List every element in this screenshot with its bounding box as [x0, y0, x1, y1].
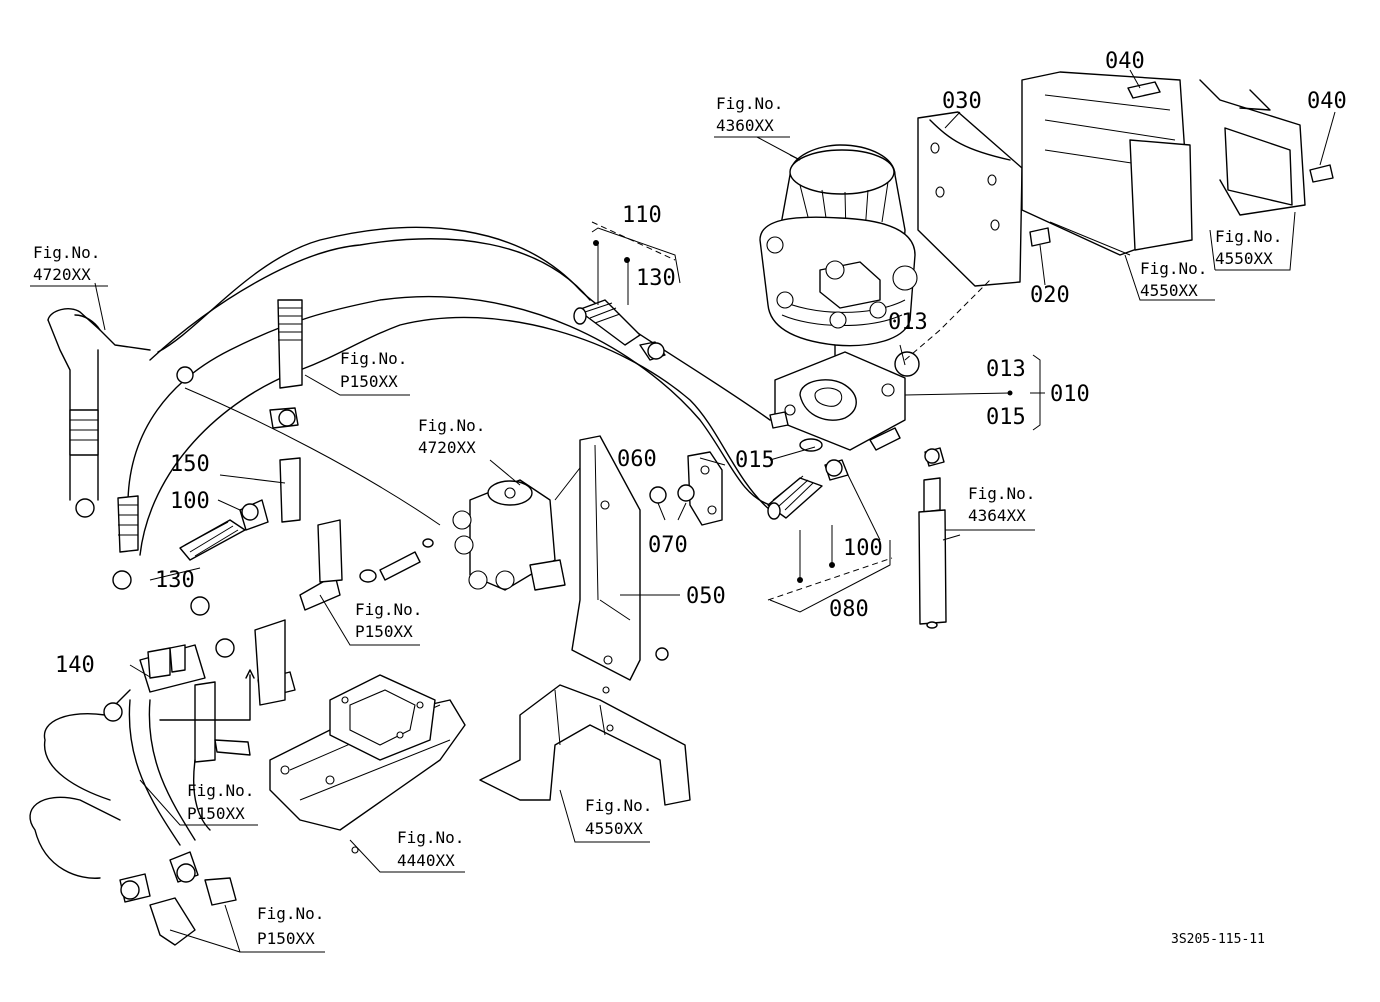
callout-040: 040	[1105, 49, 1145, 74]
callout-150: 150	[170, 452, 210, 477]
fig-ref-prefix: Fig.No.	[1215, 227, 1282, 246]
callout-110: 110	[622, 203, 662, 228]
group-brackets	[591, 221, 1041, 601]
fig-ref-code: 4364XX	[968, 506, 1026, 525]
callout-140: 140	[55, 653, 95, 678]
fig-ref-code: 4550XX	[585, 819, 643, 838]
leader-lines	[94, 69, 1336, 953]
figure-references: Fig.No. 4360XX Fig.No. 4550XX Fig.No. 45…	[30, 94, 1282, 948]
fig-ref-prefix: Fig.No.	[355, 600, 422, 619]
fig-ref-code: 4720XX	[33, 265, 91, 284]
fig-ref-prefix: Fig.No.	[1140, 259, 1207, 278]
frame-base	[479, 684, 691, 806]
fig-ref-code: P150XX	[340, 372, 398, 391]
bracket-050	[571, 435, 723, 681]
callout-100: 100	[170, 489, 210, 514]
fig-ref-prefix: Fig.No.	[340, 349, 407, 368]
callout-015: 015	[986, 405, 1026, 430]
fig-ref-prefix: Fig.No.	[585, 796, 652, 815]
drawing-code: 3S205-115-11	[1171, 932, 1265, 947]
callout-050: 050	[686, 584, 726, 609]
left-hoses	[29, 299, 343, 946]
fig-ref-prefix: Fig.No.	[397, 828, 464, 847]
callout-130: 130	[155, 568, 195, 593]
callout-070: 070	[648, 533, 688, 558]
hose-clamps	[75, 342, 940, 900]
fig-ref-prefix: Fig.No.	[716, 94, 783, 113]
callout-030: 030	[942, 89, 982, 114]
fig-ref-code: 4550XX	[1215, 249, 1273, 268]
callout-010: 010	[1050, 382, 1090, 407]
strut-rod	[918, 447, 947, 629]
fig-ref-prefix: Fig.No.	[33, 243, 100, 262]
fig-ref-code: 4550XX	[1140, 281, 1198, 300]
fig-ref-prefix: Fig.No.	[257, 904, 324, 923]
fig-ref-code: 4720XX	[418, 438, 476, 457]
point-dots	[593, 240, 1013, 583]
fig-ref-code: 4440XX	[397, 851, 455, 870]
fig-ref-prefix: Fig.No.	[968, 484, 1035, 503]
fig-ref-code: P150XX	[257, 929, 315, 948]
manifold-block	[769, 279, 991, 452]
fig-ref-code: 4360XX	[716, 116, 774, 135]
callout-130: 130	[636, 266, 676, 291]
valve-body	[359, 454, 591, 591]
mount-brackets	[917, 71, 1334, 287]
callout-013: 013	[888, 310, 928, 335]
callout-020: 020	[1030, 283, 1070, 308]
callout-080: 080	[829, 597, 869, 622]
callout-100: 100	[843, 536, 883, 561]
callout-060: 060	[617, 447, 657, 472]
fig-ref-code: P150XX	[355, 622, 413, 641]
cleaner-assembly	[759, 144, 918, 356]
callout-040: 040	[1307, 89, 1347, 114]
fig-ref-prefix: Fig.No.	[418, 416, 485, 435]
callout-013: 013	[986, 357, 1026, 382]
engine-frame	[269, 674, 466, 854]
fig-ref-prefix: Fig.No.	[187, 781, 254, 800]
fig-ref-code: P150XX	[187, 804, 245, 823]
callout-numbers: 040 040 030 020 013 013 010 015 015 110 …	[55, 49, 1347, 678]
callout-015: 015	[735, 448, 775, 473]
